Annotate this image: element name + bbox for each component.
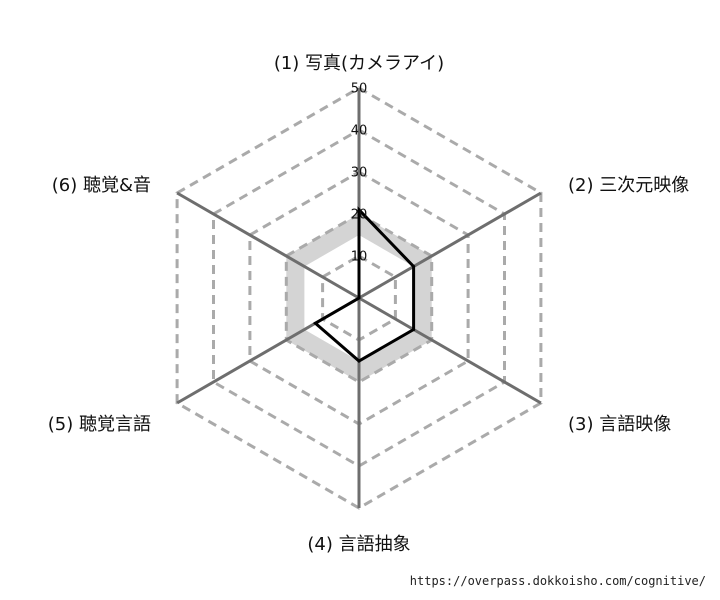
axis-label-1: (1) 写真(カメラアイ): [274, 53, 444, 74]
source-url[interactable]: https://overpass.dokkoisho.com/cognitive…: [409, 574, 706, 588]
axis-label-5: (5) 聴覚言語: [48, 414, 151, 435]
tick-label-20: 20: [351, 208, 368, 223]
tick-label-40: 40: [351, 124, 368, 139]
axis-label-2: (2) 三次元映像: [568, 175, 689, 196]
series-point-3: [412, 328, 416, 331]
series-point-4: [357, 359, 361, 363]
tick-label-30: 30: [351, 166, 368, 181]
tick-label-10: 10: [351, 250, 368, 265]
axis-spoke-2: [358, 191, 542, 300]
axis-spoke-6: [176, 191, 360, 300]
axis-spoke-3: [358, 296, 542, 405]
series-point-1: [357, 208, 361, 212]
series-point-2: [412, 265, 416, 268]
series-point-5: [313, 321, 317, 325]
axis-label-4: (4) 言語抽象: [307, 534, 410, 555]
axis-label-6: (6) 聴覚&音: [52, 175, 151, 196]
series-point-6: [357, 296, 361, 300]
tick-label-50: 50: [351, 82, 368, 97]
axis-label-3: (3) 言語映像: [568, 414, 671, 435]
